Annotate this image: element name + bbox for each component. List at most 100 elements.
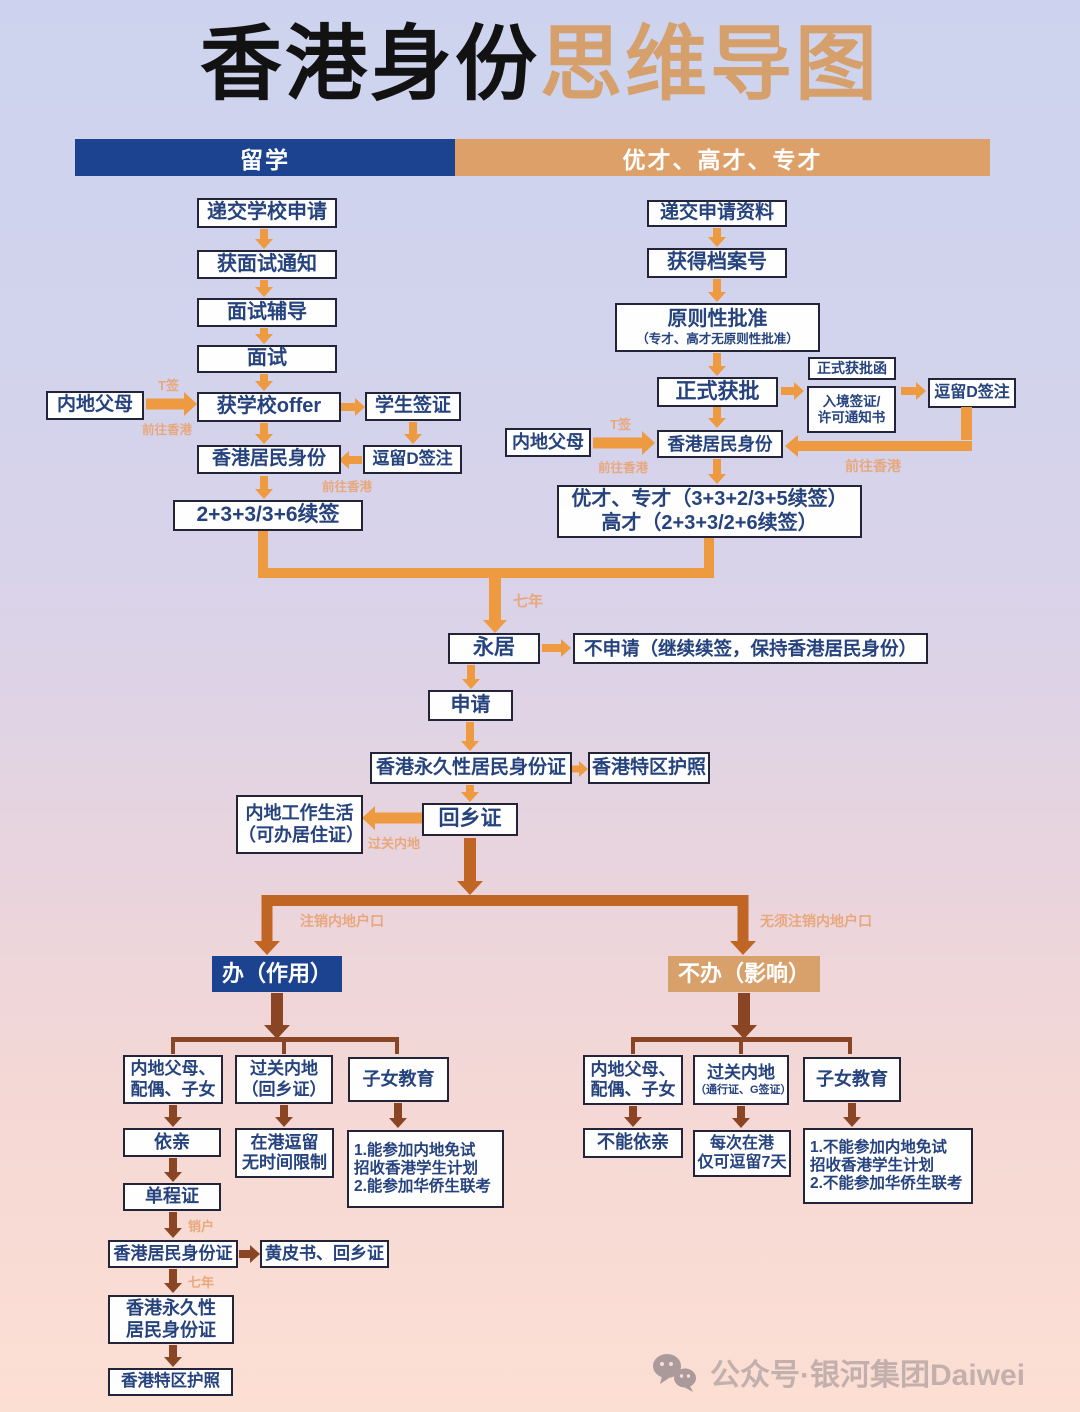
node-dont-edu-detail: 1.不能参加内地免试 招收香港学生计划 2.不能参加华侨生联考 bbox=[803, 1128, 973, 1204]
flow-arrow bbox=[731, 993, 757, 1039]
node-apply: 申请 bbox=[428, 690, 513, 721]
label-cancel-account: 销户 bbox=[188, 1219, 215, 1234]
connector bbox=[395, 1037, 399, 1054]
node-no-rely: 不能依亲 bbox=[583, 1128, 683, 1158]
label-go-hk: 前往香港 bbox=[845, 458, 901, 474]
flow-arrow bbox=[624, 1106, 642, 1127]
flow-arrow bbox=[708, 228, 726, 247]
seven-year-arrow bbox=[482, 578, 508, 633]
flow-arrow bbox=[164, 1345, 182, 1367]
flow-arrow bbox=[781, 382, 804, 400]
branch-arrow-do bbox=[254, 895, 280, 955]
node-do-education: 子女教育 bbox=[348, 1057, 449, 1102]
node-do-rely: 依亲 bbox=[123, 1128, 221, 1157]
node-yellow-book: 黄皮书、回乡证 bbox=[260, 1240, 389, 1268]
node-hk-id-card: 香港居民身份证 bbox=[108, 1240, 238, 1268]
connector bbox=[262, 895, 748, 906]
flow-arrow bbox=[901, 382, 926, 400]
node-stay-d-visa-talent: 逗留D签注 bbox=[928, 378, 1016, 408]
node-do-edu-detail: 1.能参加内地免试 招收香港学生计划 2.能参加华侨生联考 bbox=[347, 1130, 504, 1208]
flow-arrow bbox=[164, 1212, 182, 1238]
flow-arrow bbox=[461, 785, 479, 802]
connector bbox=[739, 1037, 743, 1054]
flow-arrow bbox=[404, 422, 422, 444]
node-school-offer: 获学校offer bbox=[197, 392, 341, 422]
principle-approval-text: 原则性批准 bbox=[667, 308, 768, 331]
node-one-way-permit: 单程证 bbox=[123, 1183, 221, 1211]
dont-cross-note: （通行证、G签证） bbox=[695, 1083, 792, 1096]
cross-mainland-arrow bbox=[362, 806, 422, 830]
flow-arrow bbox=[255, 229, 273, 249]
node-talent-renewal: 优才、专才（3+3+2/3+5续签） 高才（2+3+3/2+6续签） bbox=[557, 485, 862, 538]
node-hk-passport: 香港特区护照 bbox=[588, 752, 710, 784]
node-do-hukou: 办（作用） bbox=[212, 956, 342, 992]
flow-arrow bbox=[542, 639, 571, 657]
flow-arrow bbox=[843, 1103, 861, 1127]
label-go-hk: 前往香港 bbox=[598, 461, 649, 475]
flow-arrow bbox=[339, 450, 362, 469]
node-permanent-residence: 永居 bbox=[448, 633, 540, 664]
flow-arrow bbox=[255, 280, 273, 297]
node-file-number: 获得档案号 bbox=[647, 248, 787, 278]
connector bbox=[258, 531, 268, 570]
node-do-pr-id: 香港永久性 居民身份证 bbox=[108, 1295, 234, 1344]
connector bbox=[704, 538, 714, 570]
node-hk-resident-talent: 香港居民身份 bbox=[657, 430, 783, 458]
flow-arrow bbox=[462, 665, 480, 689]
node-mainland-parents-talent: 内地父母 bbox=[505, 428, 591, 457]
flow-arrow bbox=[239, 1245, 260, 1263]
t-visa-arrow-study bbox=[146, 392, 197, 416]
flow-arrow bbox=[389, 1103, 407, 1128]
node-do-family: 内地父母、 配偶、子女 bbox=[123, 1055, 223, 1104]
flow-arrow bbox=[732, 1106, 750, 1128]
flow-arrow bbox=[255, 423, 273, 444]
node-interview: 面试 bbox=[197, 345, 337, 373]
node-stay-d-visa-study: 逗留D签注 bbox=[363, 445, 462, 474]
header-talent: 优才、高才、专才 bbox=[455, 139, 990, 176]
label-cross-mainland: 过关内地 bbox=[368, 836, 421, 851]
node-do-cross: 过关内地 （回乡证） bbox=[235, 1055, 333, 1104]
node-entry-visa: 入境签证/ 许可通知书 bbox=[807, 386, 896, 433]
flow-arrow bbox=[461, 722, 479, 751]
node-submit-school: 递交学校申请 bbox=[197, 198, 337, 228]
branch-arrow-dont bbox=[730, 895, 756, 955]
t-visa-arrow-talent bbox=[593, 431, 655, 455]
flow-arrow bbox=[341, 398, 365, 416]
node-no-apply: 不申请（继续续签，保持香港居民身份） bbox=[573, 633, 928, 664]
flow-arrow bbox=[572, 760, 588, 777]
watermark: 公众号·银河集团Daiwei bbox=[652, 1350, 1025, 1394]
flow-arrow bbox=[708, 279, 726, 302]
connector bbox=[258, 568, 714, 578]
label-seven-years: 七年 bbox=[188, 1275, 215, 1290]
title-main: 香港身份 bbox=[199, 19, 540, 110]
label-t-visa: T签 bbox=[610, 417, 631, 432]
talent-renewal-line2: 高才（2+3+3/2+6续签） bbox=[601, 511, 818, 534]
node-dont-cross: 过关内地 （通行证、G签证） bbox=[693, 1055, 792, 1105]
connector bbox=[961, 407, 972, 440]
connector bbox=[631, 1037, 635, 1054]
header-study: 留学 bbox=[75, 139, 455, 176]
node-principle-approval: 原则性批准 （专才、高才无原则性批准） bbox=[615, 303, 820, 352]
connector bbox=[282, 1037, 286, 1054]
flow-arrow bbox=[275, 1105, 293, 1127]
node-mainland-parents-study: 内地父母 bbox=[46, 391, 144, 420]
node-approval-letter: 正式获批函 bbox=[808, 357, 896, 380]
connector bbox=[848, 1037, 852, 1054]
node-formal-approval: 正式获批 bbox=[657, 377, 778, 407]
node-do-passport: 香港特区护照 bbox=[108, 1368, 233, 1396]
title-accent: 思维导图 bbox=[540, 19, 881, 110]
node-do-stay: 在港逗留 无时间限制 bbox=[235, 1128, 334, 1178]
flow-arrow bbox=[707, 459, 727, 484]
flow-arrow bbox=[255, 374, 273, 391]
flow-arrow bbox=[264, 993, 290, 1039]
label-cancel-hukou: 注销内地户口 bbox=[300, 913, 384, 929]
node-study-renewal: 2+3+3/3+6续签 bbox=[173, 500, 363, 531]
node-interview-coaching: 面试辅导 bbox=[197, 298, 337, 327]
node-pr-id-card: 香港永久性居民身份证 bbox=[370, 752, 572, 784]
node-mainland-life: 内地工作生活 （可办居住证） bbox=[236, 795, 364, 854]
watermark-text: 公众号·银河集团Daiwei bbox=[710, 1359, 1026, 1392]
node-stay-seven-days: 每次在港 仅可逗留7天 bbox=[693, 1130, 791, 1177]
node-interview-notice: 获面试通知 bbox=[197, 250, 337, 279]
flow-arrow bbox=[164, 1105, 182, 1127]
